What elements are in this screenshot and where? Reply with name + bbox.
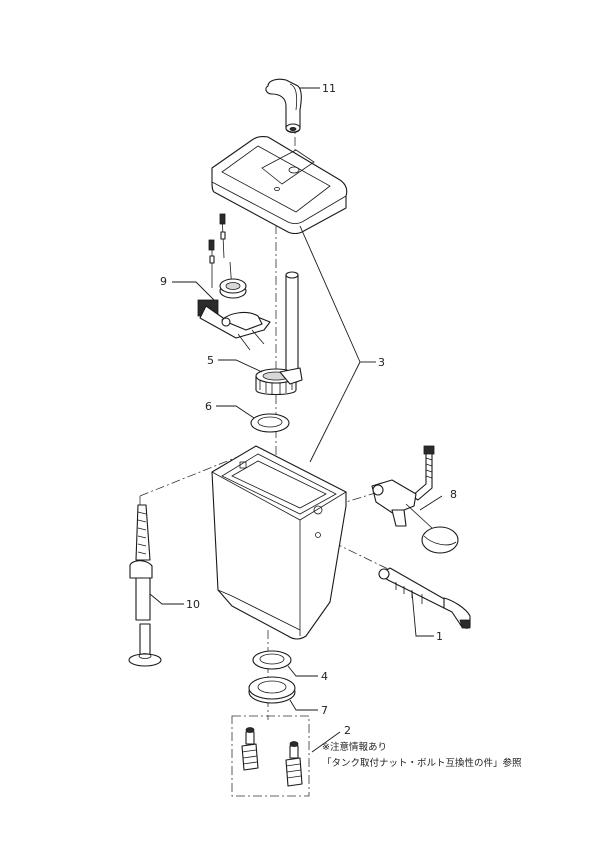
tank-bolt-set (231, 715, 310, 797)
callout-4: 4 (321, 670, 328, 683)
callout-3: 3 (378, 356, 385, 369)
caution-note: ※注意情報あり 「タンク取付ナット・ボルト互換性の件」参照 (322, 741, 522, 769)
callout-10: 10 (186, 598, 200, 611)
callout-6: 6 (205, 400, 212, 413)
flush-valve-lever-assembly (197, 213, 271, 351)
tank-body (211, 445, 347, 640)
callout-9: 9 (160, 275, 167, 288)
note-line-1: ※注意情報あり (322, 741, 387, 753)
lever-handle-assembly (378, 567, 471, 629)
tank-lid-basin (211, 136, 348, 235)
callout-7: 7 (321, 704, 328, 717)
washer-7 (248, 676, 296, 704)
callout-2: 2 (344, 724, 351, 737)
callout-8: 8 (450, 488, 457, 501)
gasket-4 (252, 650, 292, 670)
callout-1: 1 (436, 630, 443, 643)
callout-11: 11 (322, 82, 336, 95)
gasket-6 (250, 413, 290, 433)
leader-lines (149, 87, 443, 753)
faucet-spout (265, 78, 302, 134)
supply-pipe-stop-valve (128, 504, 162, 667)
overflow-pipe (285, 271, 299, 384)
note-line-2: 「タンク取付ナット・ボルト互換性の件」参照 (322, 757, 522, 769)
flush-valve-body (255, 367, 303, 396)
ball-tap-float-valve (371, 445, 459, 554)
callout-5: 5 (207, 354, 214, 367)
callout-labels: 11 9 3 5 6 8 10 1 4 7 2 (160, 82, 457, 737)
